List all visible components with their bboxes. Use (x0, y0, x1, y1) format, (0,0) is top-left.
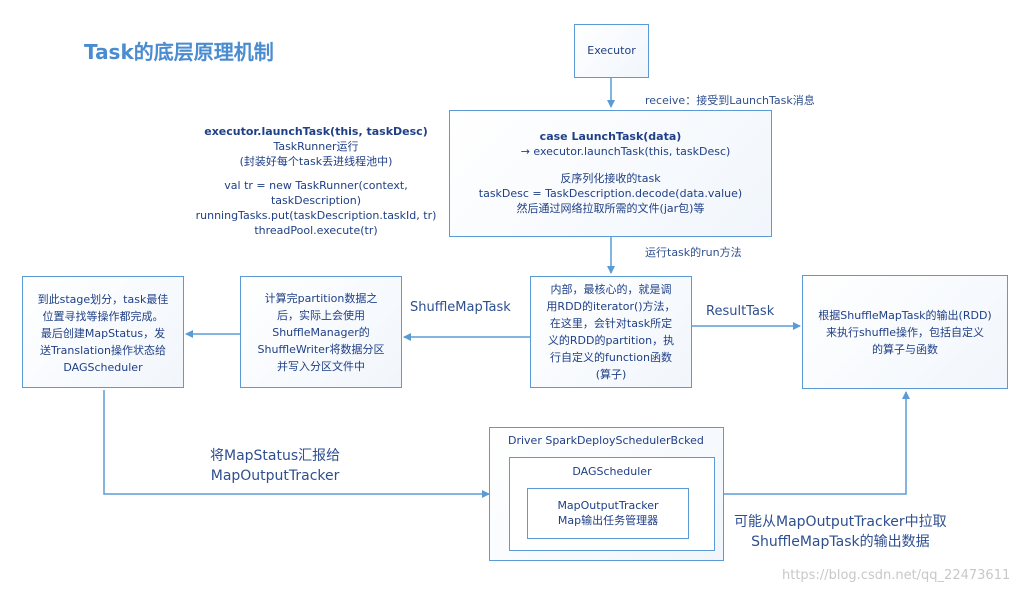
map-output-tracker-box: MapOutputTracker Map输出任务管理器 (527, 488, 689, 539)
launch-note-heading: executor.launchTask(this, taskDesc) (204, 125, 428, 138)
result-box-line: 来执行shuffle操作，包括自定义 (825, 326, 985, 339)
stage-box-line: 送Translation操作状态给 (40, 344, 166, 357)
stage-box-line: DAGScheduler (63, 361, 143, 374)
launch-arrow-line: → executor.launchTask(this, taskDesc) (520, 145, 731, 158)
launch-box-line: taskDesc = TaskDescription.decode(data.v… (478, 187, 743, 200)
fetch-label: 可能从MapOutputTracker中拉取 ShuffleMapTask的输出… (734, 512, 947, 552)
core-box-line: 行自定义的function函数 (550, 351, 672, 364)
result-task-label: ResultTask (706, 304, 775, 319)
arrow-stage-to-driver (103, 390, 490, 498)
partition-box-line: ShuffleWriter将数据分区 (257, 343, 385, 356)
partition-box-line: ShuffleManager的 (272, 326, 370, 339)
partition-box: 计算完partition数据之 后，实际上会使用 ShuffleManager的… (240, 276, 402, 388)
tracker-box-line: Map输出任务管理器 (557, 514, 659, 527)
core-box-line: 义的RDD的partition，执 (547, 334, 675, 347)
stage-box-line: 到此stage划分，task最佳 (37, 293, 169, 306)
shuffle-map-task-label: ShuffleMapTask (410, 300, 511, 315)
core-box-line: (算子) (595, 368, 627, 381)
core-box: 内部，最核心的，就是调 用RDD的iterator()方法， 在这里，会针对ta… (530, 276, 692, 388)
fetch-label-line: 可能从MapOutputTracker中拉取 (734, 514, 947, 530)
report-label-line: MapOutputTracker (210, 468, 340, 484)
result-box-line: 的算子与函数 (872, 343, 938, 356)
launch-note-code-line: taskDescription) (270, 194, 362, 207)
receive-label: receive：接受到LaunchTask消息 (645, 94, 815, 107)
result-box-line: 根据ShuffleMapTask的输出(RDD) (818, 309, 992, 322)
core-box-line: 内部，最核心的，就是调 (550, 283, 672, 296)
report-label-line: 将MapStatus汇报给 (210, 448, 341, 464)
result-box: 根据ShuffleMapTask的输出(RDD) 来执行shuffle操作，包括… (802, 275, 1008, 389)
launch-note: executor.launchTask(this, taskDesc) Task… (192, 124, 440, 238)
stage-box-line: 位置寻找等操作都完成。 (42, 310, 164, 323)
launch-spacer (450, 159, 771, 171)
dag-scheduler-label: DAGScheduler (572, 465, 652, 478)
stage-box: 到此stage划分，task最佳 位置寻找等操作都完成。 最后创建MapStat… (22, 276, 184, 388)
driver-label: Driver SparkDeploySchedulerBcked (508, 434, 704, 447)
core-box-line: 在这里，会针对task所定 (549, 317, 673, 330)
executor-label: Executor (587, 44, 636, 57)
page-title: Task的底层原理机制 (84, 40, 274, 64)
launch-note-line: TaskRunner运行 (273, 140, 359, 153)
run-label: 运行task的run方法 (645, 246, 742, 259)
launch-case-line: case LaunchTask(data) (539, 130, 682, 143)
fetch-label-line: ShuffleMapTask的输出数据 (751, 534, 930, 550)
launch-box-line: 然后通过网络拉取所需的文件(jar包)等 (516, 202, 705, 215)
core-box-line: 用RDD的iterator()方法， (546, 300, 676, 313)
partition-box-line: 并写入分区文件中 (277, 360, 365, 373)
launch-task-box: case LaunchTask(data) → executor.launchT… (449, 110, 772, 237)
stage-box-line: 最后创建MapStatus，发 (40, 327, 166, 340)
arrow-driver-to-result (724, 391, 910, 495)
launch-note-code-line: threadPool.execute(tr) (254, 224, 378, 237)
report-label: 将MapStatus汇报给 MapOutputTracker (210, 446, 340, 486)
launch-note-spacer (192, 169, 440, 178)
watermark: https://blog.csdn.net/qq_22473611 (782, 568, 1011, 583)
launch-note-code-line: runningTasks.put(taskDescription.taskId,… (195, 209, 437, 222)
partition-box-line: 后，实际上会使用 (277, 309, 365, 322)
tracker-box-line: MapOutputTracker (557, 499, 659, 512)
partition-box-line: 计算完partition数据之 (264, 292, 378, 305)
launch-note-code-line: val tr = new TaskRunner(context, (224, 179, 408, 192)
launch-note-line: (封装好每个task丢进线程池中) (239, 155, 393, 168)
launch-box-line: 反序列化接收的task (560, 172, 661, 185)
executor-box: Executor (574, 24, 649, 78)
